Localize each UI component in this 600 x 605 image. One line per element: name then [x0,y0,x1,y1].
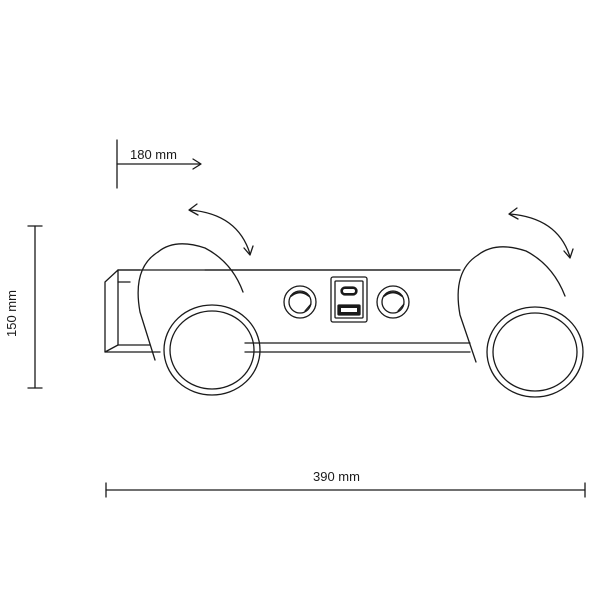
rotation-arrow-left [188,203,254,256]
width-label: 390 mm [313,469,360,484]
depth-arrowhead [192,158,202,170]
lamp-bar-body [104,269,471,353]
left-spotlight [137,243,261,396]
right-switch-button [376,285,410,319]
rotation-arrow-right [508,207,574,259]
depth-dimension [116,139,202,189]
height-label: 150 mm [4,290,19,337]
usb-charging-module [330,276,368,323]
depth-label: 180 mm [130,147,177,162]
right-spotlight [457,246,584,398]
width-dimension [105,482,586,498]
height-dimension [27,225,43,389]
left-switch-button [283,285,317,319]
